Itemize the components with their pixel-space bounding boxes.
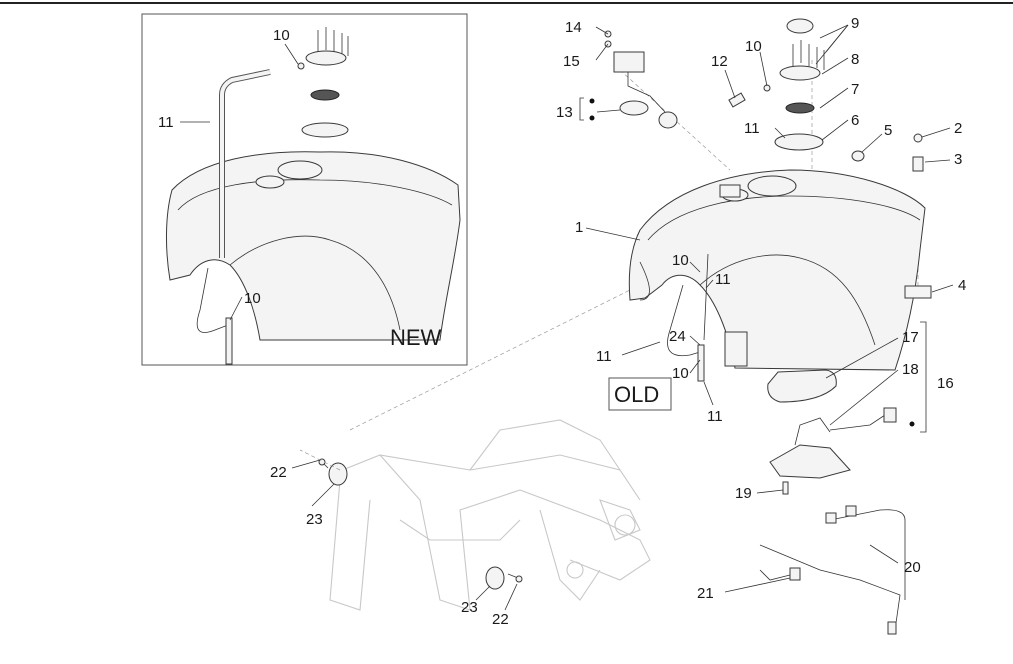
callout-21: 21 (697, 585, 714, 602)
callout-23-upper: 23 (306, 511, 323, 528)
rubber-mount-upper (318, 458, 348, 486)
callout-4: 4 (958, 277, 966, 294)
new-version-tag: NEW (390, 325, 442, 350)
callout-14: 14 (565, 19, 582, 36)
fuel-tank-main (628, 169, 926, 371)
callout-9: 9 (851, 15, 859, 32)
rubber-mount-lower (485, 566, 523, 590)
old-version-box (608, 377, 672, 411)
callout-11-left: 11 (596, 348, 612, 365)
tank-hardware (851, 133, 932, 299)
callout-20: 20 (904, 559, 921, 576)
callout-1: 1 (575, 219, 583, 236)
callout-2: 2 (954, 120, 962, 137)
callout-17: 17 (902, 329, 919, 346)
callout-13: 13 (556, 104, 573, 121)
callout-12: 12 (711, 53, 728, 70)
callout-11-low: 11 (707, 408, 723, 425)
callout-7: 7 (851, 81, 859, 98)
callout-5: 5 (884, 122, 892, 139)
callout-11-mid: 11 (715, 271, 731, 288)
callout-19: 19 (735, 485, 752, 502)
callout-3: 3 (954, 151, 962, 168)
fuel-pump-assembly (767, 321, 927, 495)
fuel-level-sender (579, 30, 678, 129)
callout-16: 16 (937, 375, 954, 392)
old-version-tag: OLD (614, 382, 659, 407)
callout-22-upper: 22 (270, 464, 287, 481)
leader-lines (180, 24, 954, 611)
filler-cap-assembly (728, 18, 825, 151)
callout-15: 15 (563, 53, 580, 70)
inset-callout-10-low: 10 (244, 290, 261, 307)
frame-drawing (329, 419, 651, 611)
callout-8: 8 (851, 51, 859, 68)
callout-18: 18 (902, 361, 919, 378)
callout-labels: 14 15 13 9 8 10 12 7 11 6 5 2 3 1 10 11 … (158, 15, 966, 628)
callout-10-top: 10 (745, 38, 762, 55)
callout-10-mid: 10 (672, 252, 689, 269)
callout-24: 24 (669, 328, 686, 345)
new-version-inset (141, 13, 468, 366)
callout-6: 6 (851, 112, 859, 129)
inset-callout-11: 11 (158, 114, 174, 131)
fuel-line-assembly (759, 505, 906, 635)
inset-callout-10-top: 10 (273, 27, 290, 44)
callout-22-lower: 22 (492, 611, 509, 628)
callout-23-lower: 23 (461, 599, 478, 616)
callout-10-low: 10 (672, 365, 689, 382)
callout-11-top: 11 (744, 120, 760, 137)
